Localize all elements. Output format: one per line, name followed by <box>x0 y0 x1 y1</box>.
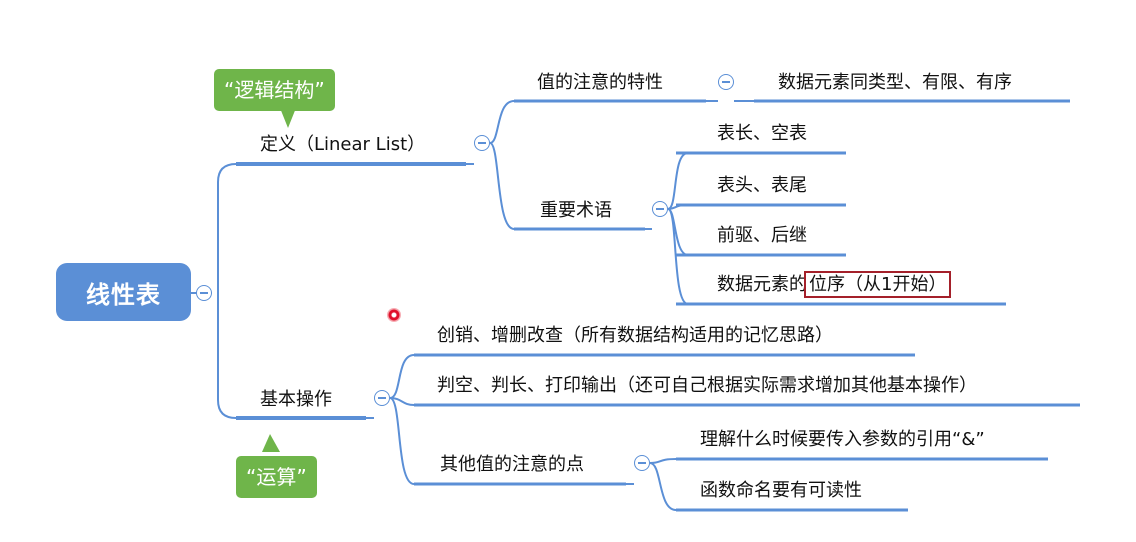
note-logic-text: “逻辑结构” <box>224 78 325 102</box>
node-attention-properties[interactable]: 值的注意的特性 <box>537 72 663 93</box>
note-operation-text: “运算” <box>246 465 307 489</box>
node-basic-operations[interactable]: 基本操作 <box>260 389 332 410</box>
node-other-notes[interactable]: 其他值的注意的点 <box>440 454 584 475</box>
term-item-position[interactable]: 数据元素的位序（从1开始） <box>717 271 952 298</box>
term-position-prefix: 数据元素的 <box>717 274 807 295</box>
cursor-pointer-icon <box>387 308 401 322</box>
term-item[interactable]: 前驱、后继 <box>717 225 807 246</box>
other-collapse-icon[interactable] <box>634 455 650 471</box>
term-item[interactable]: 表长、空表 <box>717 123 807 144</box>
terms-collapse-icon[interactable] <box>652 201 668 217</box>
root-label: 线性表 <box>86 280 161 309</box>
note-operation: “运算” <box>236 456 317 498</box>
node-definition[interactable]: 定义（Linear List） <box>260 134 426 155</box>
node-important-terms[interactable]: 重要术语 <box>540 200 612 221</box>
note-logic-structure: “逻辑结构” <box>214 69 335 111</box>
term-position-highlight: 位序（从1开始） <box>803 271 952 298</box>
attention-collapse-icon[interactable] <box>718 74 734 90</box>
definition-collapse-icon[interactable] <box>474 135 490 151</box>
basic-ops-collapse-icon[interactable] <box>374 390 390 406</box>
root-node[interactable]: 线性表 <box>56 263 191 321</box>
other-item[interactable]: 理解什么时候要传入参数的引用“&” <box>700 429 985 450</box>
root-collapse-icon[interactable] <box>196 285 212 301</box>
other-item[interactable]: 函数命名要有可读性 <box>700 480 862 501</box>
node-attention-detail[interactable]: 数据元素同类型、有限、有序 <box>778 72 1012 93</box>
term-item[interactable]: 表头、表尾 <box>717 175 807 196</box>
op-item[interactable]: 创销、增删改查（所有数据结构适用的记忆思路） <box>437 325 833 346</box>
op-item[interactable]: 判空、判长、打印输出（还可自己根据实际需求增加其他基本操作） <box>437 375 977 396</box>
